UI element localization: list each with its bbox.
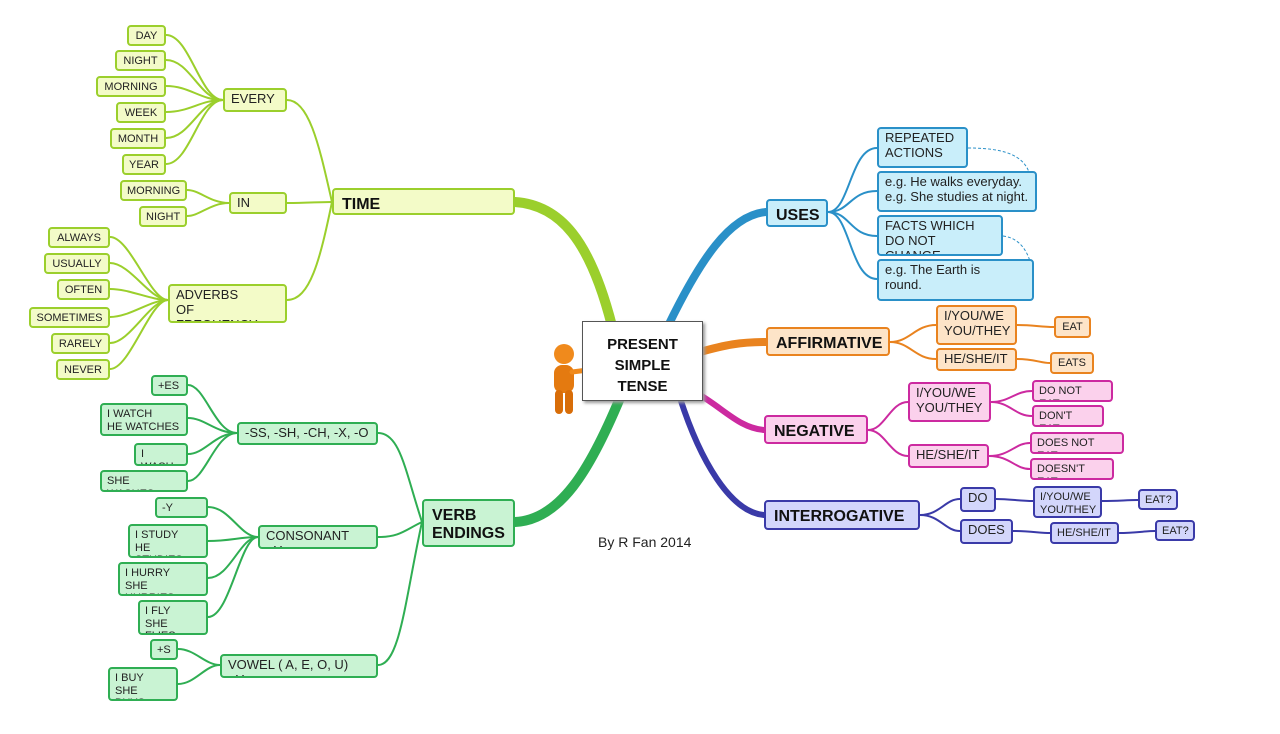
central-topic-title: PRESENT SIMPLE TENSE <box>607 336 678 395</box>
negative-single-verb-full[interactable]: DOES NOT EAT <box>1030 432 1124 454</box>
every-item-morning[interactable]: MORNING <box>96 76 166 97</box>
consonant-example-hurry[interactable]: I HURRY SHE HURRIES <box>118 562 208 596</box>
consonant-example-fly[interactable]: I FLY SHE FLIES <box>138 600 208 635</box>
affirmative-single-subject[interactable]: HE/SHE/IT <box>936 348 1017 371</box>
adverb-usually[interactable]: USUALLY <box>44 253 110 274</box>
interrogative-do-verb[interactable]: EAT? <box>1138 489 1178 510</box>
facts-example[interactable]: e.g. The Earth is round. <box>877 259 1034 301</box>
vowel-add-s[interactable]: +S <box>150 639 178 660</box>
in-the-item-morning[interactable]: MORNING <box>120 180 187 201</box>
repeated-actions-node[interactable]: REPEATED ACTIONS <box>877 127 968 168</box>
ss-example-washes[interactable]: SHE WASHES <box>100 470 188 492</box>
interrogative-does[interactable]: DOES <box>960 519 1013 544</box>
facts-node[interactable]: FACTS WHICH DO NOT CHANGE <box>877 215 1003 256</box>
branch-interrogative <box>677 395 767 518</box>
negative-plural-verb-full[interactable]: DO NOT EAT <box>1032 380 1113 402</box>
repeated-actions-example[interactable]: e.g. He walks everyday. e.g. She studies… <box>877 171 1037 212</box>
interrogative-do-subject[interactable]: I/YOU/WE YOU/THEY <box>1033 486 1102 518</box>
every-item-month[interactable]: MONTH <box>110 128 166 149</box>
adverb-always[interactable]: ALWAYS <box>48 227 110 248</box>
affirmative-plural-subject[interactable]: I/YOU/WE YOU/THEY <box>936 305 1017 345</box>
negative-plural-subject[interactable]: I/YOU/WE YOU/THEY <box>908 382 991 422</box>
branch-time <box>510 197 617 331</box>
negative-node[interactable]: NEGATIVE <box>764 415 868 444</box>
ss-example-wash[interactable]: I WASH <box>134 443 188 466</box>
branch-uses <box>664 208 770 330</box>
every-item-night[interactable]: NIGHT <box>115 50 166 71</box>
every-node[interactable]: EVERY <box>223 88 287 112</box>
adverb-rarely[interactable]: RARELY <box>51 333 110 354</box>
every-item-day[interactable]: DAY <box>127 25 166 46</box>
adverbs-node[interactable]: ADVERBS OF FREQUENCY <box>168 284 287 323</box>
negative-plural-verb-short[interactable]: DON'T EAT <box>1032 405 1104 427</box>
adverb-sometimes[interactable]: SOMETIMES <box>29 307 110 328</box>
affirmative-single-verb[interactable]: EATS <box>1050 352 1094 374</box>
vowel-rule-node[interactable]: VOWEL ( A, E, O, U) +Y <box>220 654 378 678</box>
ss-rule-node[interactable]: -SS, -SH, -CH, -X, -O <box>237 422 378 445</box>
interrogative-do[interactable]: DO <box>960 487 996 512</box>
in-the-node[interactable]: IN THE <box>229 192 287 214</box>
adverb-never[interactable]: NEVER <box>56 359 110 380</box>
adverb-often[interactable]: OFTEN <box>57 279 110 300</box>
interrogative-does-verb[interactable]: EAT? <box>1155 520 1195 541</box>
time-expressions-node[interactable]: TIME EXPRESSIONS <box>332 188 515 215</box>
affirmative-plural-verb[interactable]: EAT <box>1054 316 1091 338</box>
interrogative-does-subject[interactable]: HE/SHE/IT <box>1050 522 1119 544</box>
consonant-remove-y[interactable]: -Y <box>155 497 208 518</box>
author-credit: By R Fan 2014 <box>598 534 692 550</box>
consonant-rule-node[interactable]: CONSONANT +Y <box>258 525 378 549</box>
every-item-week[interactable]: WEEK <box>116 102 166 123</box>
in-the-item-night[interactable]: NIGHT <box>139 206 187 227</box>
ss-example-watch[interactable]: I WATCH HE WATCHES <box>100 403 188 436</box>
ss-add-es[interactable]: +ES <box>151 375 188 396</box>
negative-single-verb-short[interactable]: DOESN'T EAT <box>1030 458 1114 480</box>
interrogative-node[interactable]: INTERROGATIVE <box>764 500 920 530</box>
verb-endings-node[interactable]: VERB ENDINGS <box>422 499 515 547</box>
every-item-year[interactable]: YEAR <box>122 154 166 175</box>
branch-negative <box>697 392 767 433</box>
negative-single-subject[interactable]: HE/SHE/IT <box>908 444 989 468</box>
uses-node[interactable]: USES <box>766 199 828 227</box>
consonant-example-study[interactable]: I STUDY HE STUDIES <box>128 524 208 558</box>
branch-affirmative <box>696 338 770 356</box>
branch-verb <box>510 393 625 527</box>
central-topic[interactable]: PRESENT SIMPLE TENSE <box>582 321 703 401</box>
affirmative-node[interactable]: AFFIRMATIVE <box>766 327 890 356</box>
